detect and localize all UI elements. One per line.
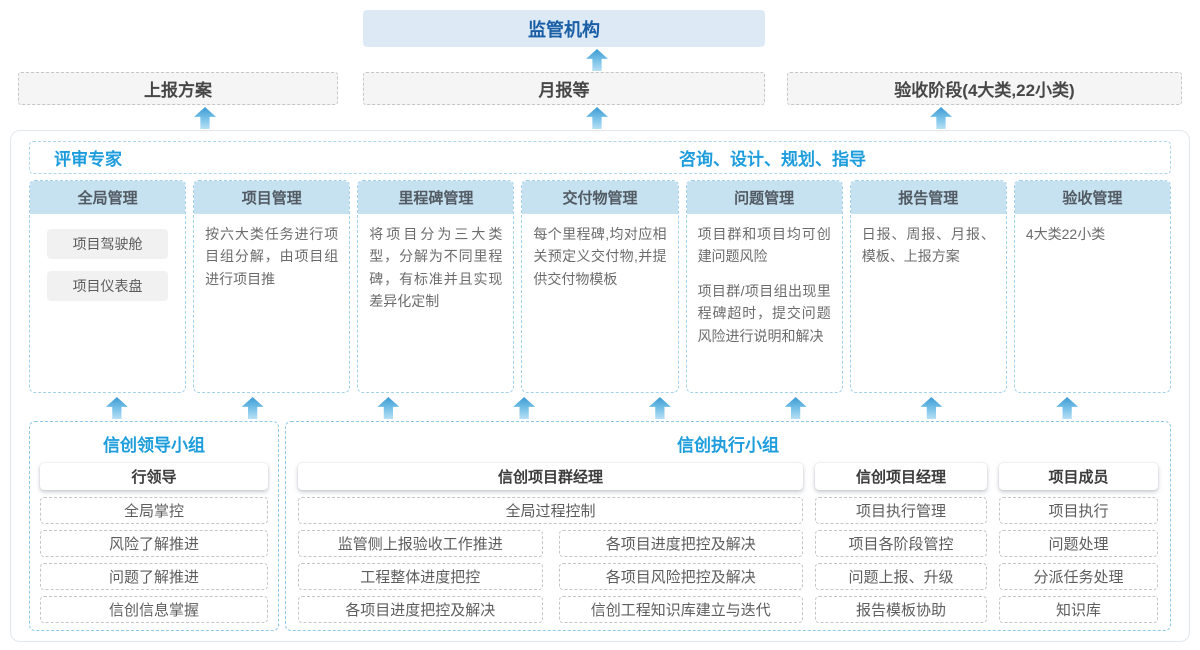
column-global-management: 全局管理 项目驾驶舱 项目仪表盘 [29, 180, 187, 393]
member-item: 分派任务处理 [999, 563, 1158, 590]
column-title: 问题管理 [686, 181, 842, 214]
column-description: 每个里程碑,均对应相关预定义交付物,并提供交付物模板 [533, 226, 667, 287]
project-cockpit-chip: 项目驾驶舱 [47, 229, 169, 259]
project-members-role: 项目成员 [999, 463, 1158, 490]
bank-leader-role: 行领导 [40, 463, 268, 490]
member-item: 知识库 [999, 596, 1158, 623]
column-milestone-management: 里程碑管理 将项目分为三大类型，分解为不同里程碑，有标准并且实现差异化定制 [357, 180, 515, 393]
column-title: 交付物管理 [522, 181, 678, 214]
leading-group: 信创领导小组 行领导 全局掌控 风险了解推进 问题了解推进 信创信息掌握 [29, 421, 279, 631]
column-acceptance-management: 验收管理 4大类22小类 [1013, 180, 1171, 393]
up-arrow-icon [377, 397, 400, 419]
pm-group-item: 各项目进度把控及解决 [558, 530, 803, 557]
column-description: 项目群和项目均可创建问题风险 [697, 226, 831, 265]
executing-group: 信创执行小组 信创项目群经理 全局过程控制 监管侧上报验收工作推进 各项目进度把… [285, 421, 1171, 631]
consulting-label: 咨询、设计、规划、指导 [679, 150, 866, 169]
organisation-groups: 信创领导小组 行领导 全局掌控 风险了解推进 问题了解推进 信创信息掌握 信创执… [29, 421, 1171, 631]
up-arrow-icon [920, 397, 943, 419]
column-description: 按六大类任务进行项目组分解，由项目组进行项目推 [205, 226, 339, 287]
executing-group-title: 信创执行小组 [677, 436, 779, 455]
column-title: 全局管理 [30, 181, 186, 214]
pm-group-item: 各项目进度把控及解决 [298, 596, 543, 623]
project-manager-role: 信创项目经理 [815, 463, 987, 490]
project-manager-item: 项目执行管理 [815, 497, 987, 524]
member-item: 问题处理 [999, 530, 1158, 557]
up-arrow-icon [586, 49, 608, 71]
column-issue-management: 问题管理 项目群和项目均可创建问题风险 项目群/项目组出现里程碑超时，提交问题风… [685, 180, 843, 393]
platform-container: 评审专家 咨询、设计、规划、指导 全局管理 项目驾驶舱 项目仪表盘 项目管理 按… [10, 130, 1190, 642]
project-manager-item: 报告模板协助 [815, 596, 987, 623]
column-description: 项目群/项目组出现里程碑超时，提交问题风险进行说明和解决 [697, 282, 831, 344]
column-report-management: 报告管理 日报、周报、月报、模板、上报方案 [849, 180, 1007, 393]
up-arrow-icon [586, 107, 608, 129]
leading-item: 信创信息掌握 [40, 596, 268, 623]
output-box-report-plan: 上报方案 [18, 72, 338, 105]
column-title: 报告管理 [850, 181, 1006, 214]
up-arrow-icon [648, 397, 671, 419]
column-project-management: 项目管理 按六大类任务进行项目组分解，由项目组进行项目推 [193, 180, 351, 393]
column-title: 验收管理 [1014, 181, 1170, 214]
experts-strip: 评审专家 咨询、设计、规划、指导 [29, 141, 1171, 174]
up-arrow-icon [513, 397, 536, 419]
up-arrow-icon [194, 107, 216, 129]
column-title: 里程碑管理 [358, 181, 514, 214]
program-manager-group: 信创项目群经理 全局过程控制 监管侧上报验收工作推进 各项目进度把控及解决 工程… [298, 463, 803, 623]
review-experts-label: 评审专家 [54, 150, 122, 169]
project-manager-group: 信创项目经理 项目执行管理 项目各阶段管控 问题上报、升级 报告模板协助 [815, 463, 987, 623]
pm-group-item: 信创工程知识库建立与迭代 [558, 596, 803, 623]
up-arrow-icon [784, 397, 807, 419]
leading-item: 风险了解推进 [40, 530, 268, 557]
column-deliverable-management: 交付物管理 每个里程碑,均对应相关预定义交付物,并提供交付物模板 [521, 180, 679, 393]
up-arrow-icon [930, 107, 952, 129]
project-manager-item: 问题上报、升级 [815, 563, 987, 590]
program-manager-role: 信创项目群经理 [298, 463, 803, 490]
pm-group-item: 全局过程控制 [298, 497, 803, 524]
group-to-columns-arrows [29, 393, 1171, 419]
leading-item: 全局掌控 [40, 497, 268, 524]
project-members-group: 项目成员 项目执行 问题处理 分派任务处理 知识库 [999, 463, 1158, 623]
up-arrow-icon [1056, 397, 1079, 419]
project-dashboard-chip: 项目仪表盘 [47, 271, 169, 301]
column-description: 将项目分为三大类型，分解为不同里程碑，有标准并且实现差异化定制 [369, 226, 503, 310]
up-arrow-icon [241, 397, 264, 419]
pm-group-item: 监管侧上报验收工作推进 [298, 530, 543, 557]
column-description: 日报、周报、月报、模板、上报方案 [861, 226, 995, 265]
pm-group-item: 工程整体进度把控 [298, 563, 543, 590]
leading-group-title: 信创领导小组 [103, 436, 205, 455]
pm-group-item: 各项目风险把控及解决 [558, 563, 803, 590]
project-manager-item: 项目各阶段管控 [815, 530, 987, 557]
output-box-acceptance-stage: 验收阶段(4大类,22小类) [787, 72, 1182, 105]
column-title: 项目管理 [194, 181, 350, 214]
leading-item: 问题了解推进 [40, 563, 268, 590]
regulator-box: 监管机构 [363, 10, 765, 47]
management-columns: 全局管理 项目驾驶舱 项目仪表盘 项目管理 按六大类任务进行项目组分解，由项目组… [29, 180, 1171, 393]
member-item: 项目执行 [999, 497, 1158, 524]
up-arrow-icon [105, 397, 128, 419]
column-description: 4大类22小类 [1025, 226, 1106, 242]
output-box-monthly-report: 月报等 [363, 72, 765, 105]
